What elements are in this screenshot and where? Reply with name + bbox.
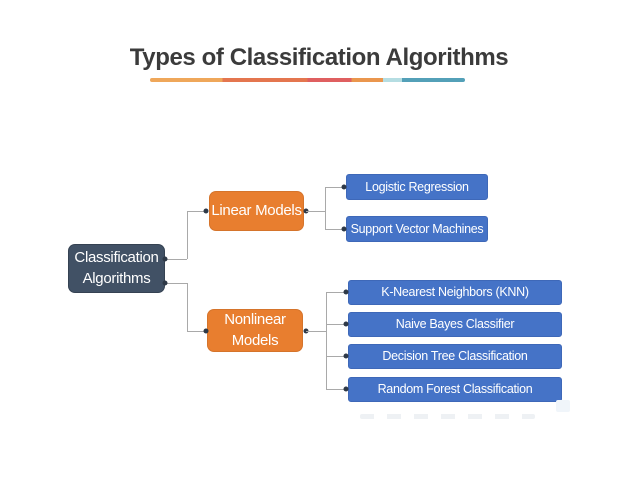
connector-line: [306, 331, 326, 332]
node-naive-bayes-classifier: Naive Bayes Classifier: [348, 312, 562, 337]
connector-line: [306, 211, 325, 212]
connector-line: [325, 229, 344, 230]
connector-dot: [162, 256, 168, 262]
node-classification-algorithms: Classification Algorithms: [68, 244, 165, 293]
ghost-cropped-box-corner: [556, 400, 570, 412]
title-underline-decoration: [150, 78, 465, 82]
connector-dot: [343, 353, 349, 359]
node-k-nearest-neighbors: K-Nearest Neighbors (KNN): [348, 280, 562, 305]
connector-line: [187, 211, 188, 259]
connector-line: [326, 389, 346, 390]
connector-dot: [341, 226, 347, 232]
connector-line: [165, 259, 187, 260]
connector-line: [187, 283, 188, 331]
node-support-vector-machines: Support Vector Machines: [346, 216, 488, 242]
connector-line: [187, 211, 206, 212]
node-random-forest-classification: Random Forest Classification: [348, 377, 562, 402]
connector-line: [325, 187, 326, 230]
ghost-cropped-row: [360, 414, 535, 419]
connector-dot: [162, 280, 168, 286]
node-linear-models: Linear Models: [209, 191, 304, 231]
connector-line: [187, 331, 206, 332]
connector-line: [326, 324, 346, 325]
connector-dot: [343, 386, 349, 392]
connector-dot: [343, 321, 349, 327]
connector-line: [325, 187, 344, 188]
connector-dot: [203, 328, 209, 334]
page-title: Types of Classification Algorithms: [129, 44, 509, 71]
connector-line: [165, 283, 187, 284]
connector-line: [326, 292, 327, 390]
connector-line: [326, 292, 346, 293]
node-decision-tree-classification: Decision Tree Classification: [348, 344, 562, 369]
connector-line: [326, 356, 346, 357]
node-logistic-regression: Logistic Regression: [346, 174, 488, 200]
connector-dot: [203, 208, 209, 214]
connector-dot: [343, 289, 349, 295]
node-nonlinear-models: Nonlinear Models: [207, 309, 303, 352]
connector-dot: [341, 184, 347, 190]
